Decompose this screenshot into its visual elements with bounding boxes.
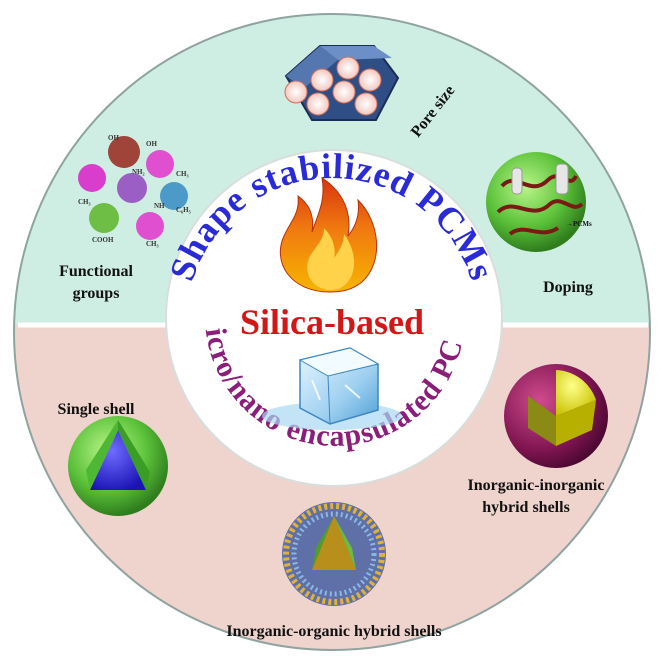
svg-text:NH₂: NH₂: [132, 168, 145, 176]
svg-text:OH: OH: [146, 140, 157, 148]
center-disk: [165, 149, 503, 487]
inorganic-inorganic-label-1: Inorganic-inorganic: [468, 477, 605, 494]
svg-text:NH: NH: [154, 202, 165, 210]
svg-text:OH: OH: [108, 134, 119, 142]
inorganic-inorganic-label-2: hybrid shells: [482, 499, 570, 516]
flame-icon: [279, 176, 378, 293]
inorganic-inorganic-sphere-icon: [504, 364, 608, 468]
svg-text:C₆H₅: C₆H₅: [176, 206, 191, 214]
doping-label: Doping: [543, 279, 593, 296]
inorganic-organic-label: Inorganic-organic hybrid shells: [226, 623, 441, 640]
doping-sphere-icon: →PCMs: [486, 152, 592, 252]
functional-groups-icon: OH OH NH₂ CH₃ CH₃ NH C₆H₅ COOH CH₃: [78, 134, 191, 248]
svg-text:COOH: COOH: [92, 236, 114, 244]
svg-text:CH₃: CH₃: [176, 170, 189, 178]
inorganic-organic-sphere-icon: [282, 502, 386, 606]
single-shell-label: Single shell: [58, 401, 135, 418]
ice-cube-icon: [262, 347, 402, 430]
silica-based-label: Silica-based: [240, 302, 424, 342]
svg-text:CH₃: CH₃: [146, 240, 159, 248]
pore-size-hexagon-icon: [284, 45, 400, 121]
functional-groups-label-2: groups: [73, 285, 120, 302]
single-shell-sphere-icon: [68, 416, 168, 516]
functional-groups-label-1: Functional: [59, 263, 133, 280]
svg-text:→PCMs: →PCMs: [566, 220, 592, 228]
svg-text:CH₃: CH₃: [78, 198, 91, 206]
